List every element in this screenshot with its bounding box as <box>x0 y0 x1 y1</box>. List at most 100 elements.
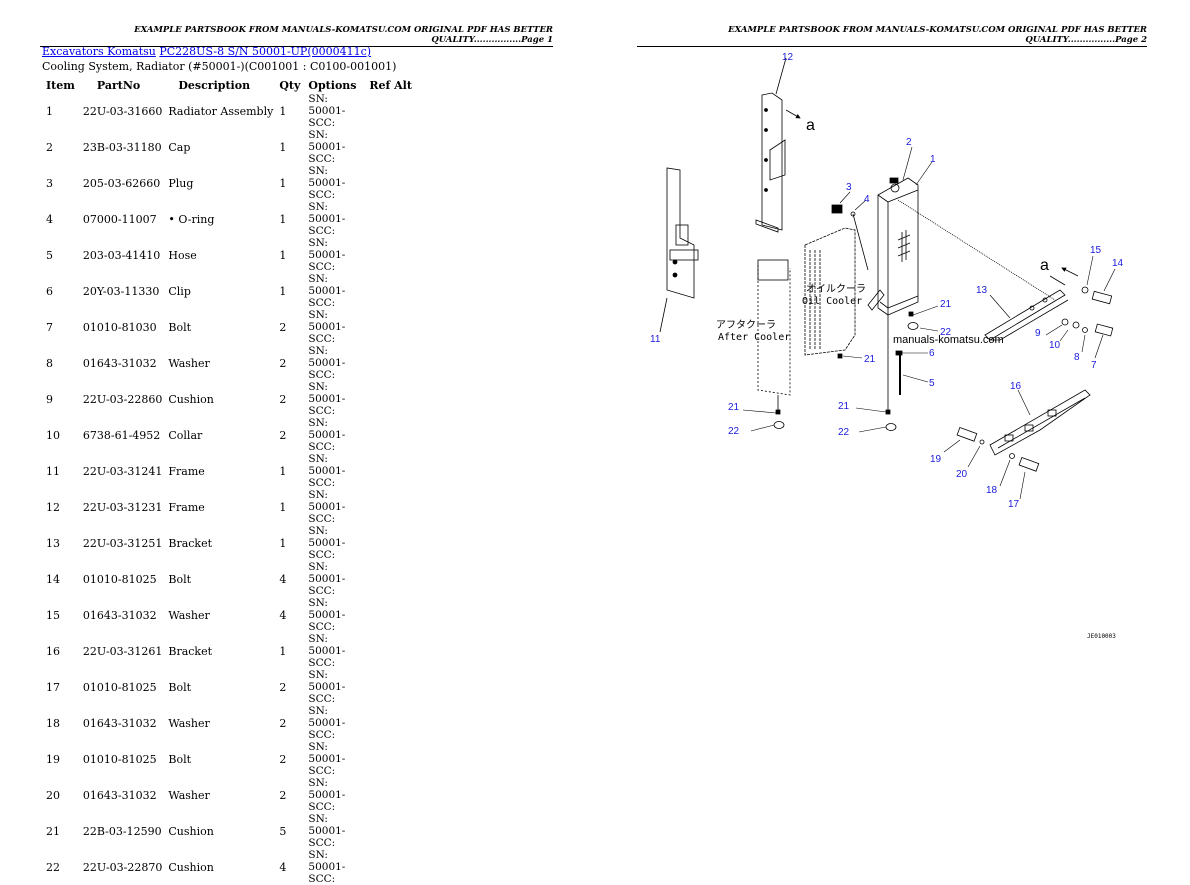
col-partno: PartNo <box>96 78 141 92</box>
ref-alt-cell <box>365 741 416 777</box>
description-cell: • O-ring <box>168 212 215 226</box>
svg-text:20: 20 <box>956 469 968 480</box>
options-cell: SN: 50001- SCC: <box>308 129 346 165</box>
options-cell: SN: 50001- SCC: <box>308 93 346 129</box>
svg-text:18: 18 <box>986 485 998 496</box>
item-cell: 7 <box>46 320 53 334</box>
col-qty: Qty <box>279 78 301 92</box>
ref-alt-cell <box>365 561 416 597</box>
partno-cell: 07000-11007 <box>82 212 157 226</box>
partno-cell: 23B-03-31180 <box>82 140 162 154</box>
qty-cell: 1 <box>279 104 287 118</box>
qty-cell: 1 <box>279 176 287 190</box>
breadcrumb-link-category[interactable]: Excavators Komatsu <box>42 45 156 58</box>
section-title: Cooling System, Radiator (#50001-)(C0010… <box>42 60 397 73</box>
ref-alt-cell <box>365 597 416 633</box>
options-cell: SN: 50001- SCC: <box>308 705 346 741</box>
description-cell: Frame <box>168 464 205 478</box>
ref-alt-cell <box>365 453 416 489</box>
options-cell: SN: 50001- SCC: <box>308 309 346 345</box>
svg-text:14: 14 <box>1112 258 1124 269</box>
svg-text:9: 9 <box>1035 328 1041 339</box>
partno-cell: 01643-31032 <box>82 788 157 802</box>
svg-text:5: 5 <box>929 378 935 389</box>
svg-text:22: 22 <box>728 426 740 437</box>
qty-cell: 4 <box>279 572 287 586</box>
qty-cell: 1 <box>279 536 287 550</box>
bracket-13-drawing <box>984 275 1069 341</box>
item-cell: 5 <box>46 248 53 262</box>
options-cell: SN: 50001- SCC: <box>308 237 346 273</box>
partno-cell: 22U-03-22860 <box>82 392 163 406</box>
ref-alt-cell <box>365 489 416 525</box>
item-cell: 6 <box>46 284 53 298</box>
svg-text:21: 21 <box>838 401 850 412</box>
description-cell: Collar <box>168 428 203 442</box>
partno-cell: 22U-03-22870 <box>82 860 163 874</box>
drawing-code: JE010003 <box>1087 633 1116 640</box>
description-cell: Bolt <box>168 320 192 334</box>
item-cell: 11 <box>46 464 60 478</box>
options-cell: SN: 50001- SCC: <box>308 525 346 561</box>
item-cell: 9 <box>46 392 53 406</box>
page-1-header: EXAMPLE PARTSBOOK FROM MANUALS-KOMATSU.C… <box>40 25 553 47</box>
partno-cell: 22B-03-12590 <box>82 824 162 838</box>
options-cell: SN: 50001- SCC: <box>308 741 346 777</box>
partno-cell: 01010-81025 <box>82 752 157 766</box>
description-cell: Radiator Assembly <box>168 104 274 118</box>
col-description: Description <box>178 78 251 92</box>
breadcrumb-link-model[interactable]: PC228US-8 S/N 50001-UP(0000411c) <box>159 45 372 58</box>
partno-cell: 22U-03-31660 <box>82 104 163 118</box>
options-cell: SN: 50001- SCC: <box>308 345 346 381</box>
svg-text:10: 10 <box>1049 340 1061 351</box>
svg-text:7: 7 <box>1091 360 1097 371</box>
ref-a-label-top: a <box>806 117 815 134</box>
ref-alt-cell <box>365 345 416 381</box>
options-cell: SN: 50001- SCC: <box>308 273 346 309</box>
svg-text:1: 1 <box>930 154 936 165</box>
svg-text:11: 11 <box>650 334 661 345</box>
ref-alt-cell <box>365 417 416 453</box>
table-header-row: Item PartNo Description Qty Options Ref … <box>42 76 416 93</box>
svg-text:22: 22 <box>838 427 850 438</box>
after-cooler-label: After Cooler <box>718 332 790 343</box>
partno-cell: 01643-31032 <box>82 608 157 622</box>
qty-cell: 2 <box>279 320 287 334</box>
qty-cell: 1 <box>279 284 287 298</box>
ref-alt-cell <box>365 525 416 561</box>
options-cell: SN: 50001- SCC: <box>308 165 346 201</box>
item-cell: 14 <box>46 572 60 586</box>
qty-cell: 1 <box>279 212 287 226</box>
description-cell: Cushion <box>168 824 214 838</box>
options-cell: SN: 50001- SCC: <box>308 597 346 633</box>
frame-11-drawing <box>659 167 699 333</box>
description-cell: Cap <box>168 140 191 154</box>
svg-text:19: 19 <box>930 454 942 465</box>
item-cell: 3 <box>46 176 53 190</box>
breadcrumb: Excavators Komatsu PC228US-8 S/N 50001-U… <box>42 45 371 58</box>
partno-cell: 01010-81025 <box>82 572 157 586</box>
options-cell: SN: 50001- SCC: <box>308 561 346 597</box>
partno-cell: 20Y-03-11330 <box>82 284 160 298</box>
options-cell: SN: 50001- SCC: <box>308 813 346 849</box>
description-cell: Bracket <box>168 536 213 550</box>
partno-cell: 203-03-41410 <box>82 248 161 262</box>
item-cell: 20 <box>46 788 60 802</box>
svg-text:15: 15 <box>1090 245 1102 256</box>
ref-alt-cell <box>365 777 416 813</box>
qty-cell: 2 <box>279 788 287 802</box>
svg-text:4: 4 <box>864 194 870 205</box>
ref-alt-cell <box>365 201 416 237</box>
partno-cell: 6738-61-4952 <box>82 428 161 442</box>
